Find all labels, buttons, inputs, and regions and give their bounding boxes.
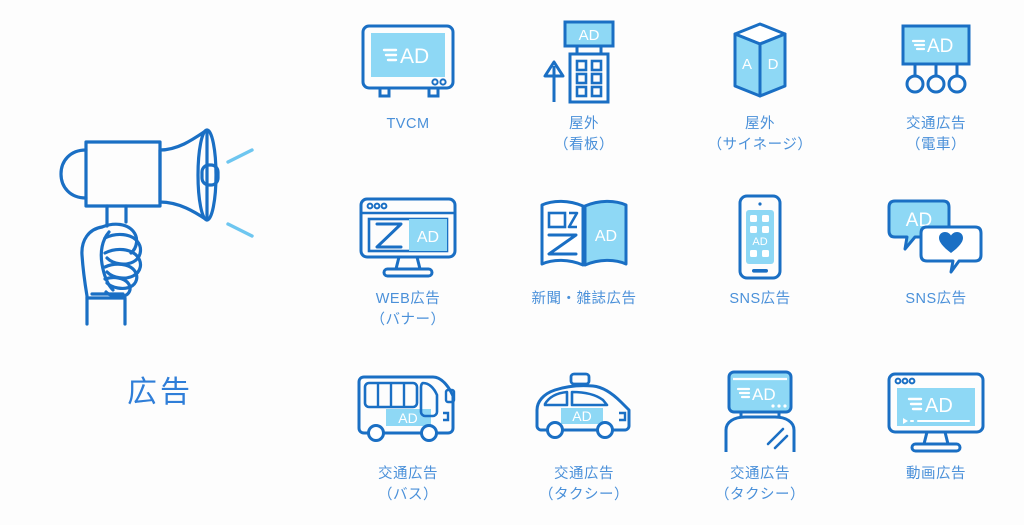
- channel-label: 交通広告 （バス）: [378, 466, 438, 503]
- grid-item-tvcm[interactable]: AD TVCM: [320, 0, 496, 175]
- svg-text:AD: AD: [595, 228, 617, 245]
- svg-text:AD: AD: [752, 236, 767, 248]
- channel-label: 交通広告 （電車）: [906, 116, 966, 153]
- channel-label: WEB広告 （バナー）: [370, 291, 446, 328]
- bus-side-ad-icon: AD: [353, 368, 463, 456]
- grid-item-web-banner[interactable]: AD WEB広告 （バナー）: [320, 175, 496, 350]
- grid-item-print-media[interactable]: AD 新聞・雑誌広告: [496, 175, 672, 350]
- sound-line: [226, 147, 254, 238]
- channel-label: 新聞・雑誌広告: [531, 291, 637, 307]
- taxi-roof-display-ad-icon: AD: [705, 368, 815, 456]
- svg-text:D: D: [768, 56, 779, 73]
- grid-item-video-ad[interactable]: AD 動画広告: [848, 350, 1024, 525]
- channel-label: 屋外 （看板）: [554, 116, 614, 153]
- svg-text:AD: AD: [417, 229, 439, 246]
- svg-text:AD: AD: [927, 36, 953, 57]
- svg-text:AD: AD: [398, 410, 417, 426]
- hand-holding-megaphone-icon: [45, 127, 275, 328]
- left-panel: 広告: [0, 0, 320, 525]
- channel-label: 動画広告: [906, 466, 966, 482]
- grid-item-sns-bubbles[interactable]: AD SNS広告: [848, 175, 1024, 350]
- open-magazine-ad-icon: AD: [529, 193, 639, 281]
- building-billboard-ad-icon: AD: [529, 18, 639, 106]
- svg-text:AD: AD: [925, 395, 953, 417]
- brand-label: 広告: [127, 375, 193, 409]
- grid-item-transit-bus[interactable]: AD 交通広告 （バス）: [320, 350, 496, 525]
- svg-text:AD: AD: [752, 385, 776, 404]
- channel-label: 交通広告 （タクシー）: [539, 466, 629, 503]
- smartphone-app-ad-icon: AD: [705, 193, 815, 281]
- svg-text:A: A: [742, 56, 752, 73]
- channel-label: TVCM: [386, 116, 430, 132]
- monitor-video-player-ad-icon: AD: [881, 368, 991, 456]
- grid-item-outdoor-signage[interactable]: A D 屋外 （サイネージ）: [672, 0, 848, 175]
- train-hanging-ad-icon: AD: [881, 18, 991, 106]
- channel-label: SNS広告: [905, 291, 967, 307]
- grid-item-transit-taxi-door[interactable]: AD 交通広告 （タクシー）: [496, 350, 672, 525]
- grid-item-transit-taxi-roof[interactable]: AD 交通広告 （タクシー）: [672, 350, 848, 525]
- svg-text:AD: AD: [579, 27, 600, 44]
- channel-label: 交通広告 （タクシー）: [715, 466, 805, 503]
- grid-item-outdoor-billboard[interactable]: AD: [496, 0, 672, 175]
- monitor-banner-ad-icon: AD: [353, 193, 463, 281]
- channel-grid: AD TVCM AD: [320, 0, 1024, 525]
- tv-screen-ad-icon: AD: [353, 18, 463, 106]
- taxi-door-ad-icon: AD: [529, 368, 639, 456]
- svg-text:AD: AD: [400, 45, 429, 68]
- grid-item-transit-train[interactable]: AD 交通広告 （電車）: [848, 0, 1024, 175]
- speech-bubbles-ad-icon: AD: [881, 193, 991, 281]
- svg-text:AD: AD: [572, 408, 591, 424]
- channel-label: SNS広告: [729, 291, 791, 307]
- pillar-signage-ad-icon: A D: [705, 18, 815, 106]
- channel-label: 屋外 （サイネージ）: [707, 116, 813, 153]
- grid-item-sns-app[interactable]: AD SNS広告: [672, 175, 848, 350]
